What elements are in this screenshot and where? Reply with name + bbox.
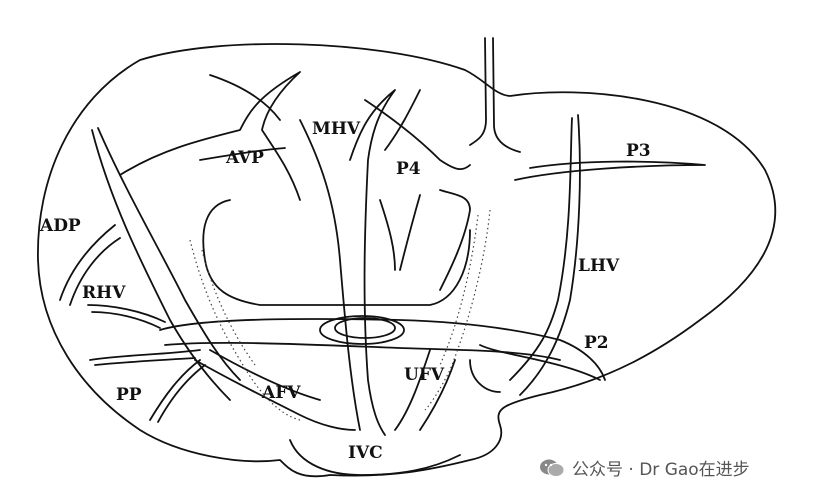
mhv-vessel xyxy=(299,89,396,436)
porta-hepatis xyxy=(319,315,405,345)
pp-branch xyxy=(89,349,206,423)
label-p4: P4 xyxy=(396,159,421,179)
ivc-vessel xyxy=(289,439,461,476)
watermark: 公众号 · Dr Gao在进步 xyxy=(538,455,750,480)
afv-vessel xyxy=(194,349,356,431)
label-adp: ADP xyxy=(39,216,81,236)
label-rhv: RHV xyxy=(82,283,126,303)
p4-vessel xyxy=(364,89,471,291)
label-avp: AVP xyxy=(225,148,264,168)
porta-hepatis-inner xyxy=(334,317,396,339)
dotted-fissure-left-2 xyxy=(439,214,479,366)
ufv-vessel xyxy=(394,349,456,431)
rhv-lower-branch xyxy=(87,304,166,329)
label-ufv: UFV xyxy=(404,365,445,385)
ivc-root-lines xyxy=(469,37,521,153)
inner-segment-block xyxy=(202,199,471,306)
label-mhv: MHV xyxy=(312,119,361,139)
adp-branch xyxy=(59,224,121,306)
label-p3: P3 xyxy=(626,141,651,161)
left-lobe-edge xyxy=(469,344,601,393)
dotted-fissure-right xyxy=(189,239,301,421)
label-afv: AFV xyxy=(261,383,301,403)
wechat-icon xyxy=(540,459,565,477)
label-lhv: LHV xyxy=(578,256,620,276)
portal-trunk xyxy=(159,318,606,381)
label-ivc: IVC xyxy=(348,443,383,463)
lhv-vessel xyxy=(509,114,581,396)
avp-vessel xyxy=(119,71,301,201)
label-pp: PP xyxy=(116,385,142,405)
label-p2: P2 xyxy=(584,333,609,353)
dotted-fissure-right-2 xyxy=(201,249,256,366)
liver-outline xyxy=(37,43,777,478)
watermark-text: 公众号 · Dr Gao在进步 xyxy=(572,460,750,480)
p3-branch xyxy=(514,160,706,181)
